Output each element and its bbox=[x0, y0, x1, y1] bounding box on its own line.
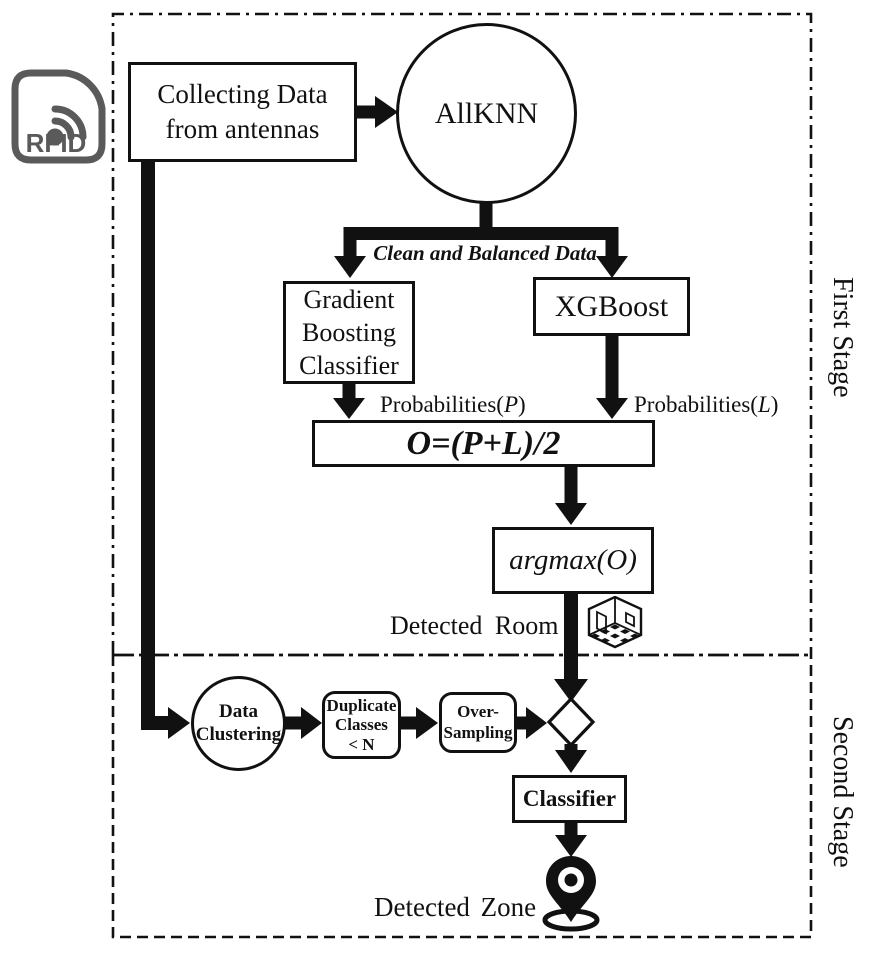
arrow-collecting-to-allknn bbox=[357, 96, 398, 128]
collecting-data-box: Collecting Data from antennas bbox=[128, 62, 357, 162]
arrow-xgboost-to-formula bbox=[596, 336, 628, 419]
collecting-data-label: Collecting Data from antennas bbox=[157, 78, 328, 144]
formula-label: O=(P+L)/2 bbox=[406, 424, 561, 462]
duplicate-classes-label: Duplicate Classes < N bbox=[326, 695, 397, 754]
detected-zone-label: Detected Zone bbox=[374, 892, 537, 922]
rfid-icon: RFID bbox=[11, 69, 106, 164]
xgboost-box: XGBoost bbox=[533, 277, 690, 336]
argmax-label: argmax(O) bbox=[509, 544, 637, 576]
stage1-border bbox=[111, 12, 813, 655]
rfid-icon-label: RFID bbox=[26, 128, 87, 158]
data-clustering-label: Data Clustering bbox=[195, 700, 282, 745]
first-stage-label: First Stage bbox=[827, 277, 858, 398]
classifier-box: Classifier bbox=[512, 775, 627, 823]
oversampling-label: Over- Sampling bbox=[443, 702, 513, 742]
arrow-formula-to-argmax bbox=[555, 467, 587, 525]
arrow-collecting-to-clustering bbox=[141, 158, 190, 739]
location-pin-icon bbox=[542, 856, 600, 932]
formula-box: O=(P+L)/2 bbox=[312, 420, 655, 467]
arrow-diamond-to-classifier bbox=[555, 744, 587, 773]
arrow-allknn-split bbox=[334, 202, 628, 278]
argmax-box: argmax(O) bbox=[492, 527, 654, 594]
stage2-border bbox=[111, 655, 813, 939]
arrow-argmax-to-diamond bbox=[554, 594, 588, 702]
gradient-boosting-label: Gradient Boosting Classifier bbox=[299, 284, 399, 381]
detected-room-icon bbox=[587, 596, 643, 649]
arrow-classifier-to-zone bbox=[555, 823, 587, 857]
duplicate-classes-box: Duplicate Classes < N bbox=[322, 691, 401, 759]
arrow-duplicate-to-oversampling bbox=[401, 707, 438, 739]
clean-balanced-label: Clean and Balanced Data bbox=[373, 241, 597, 265]
arrow-gbc-to-formula bbox=[333, 384, 365, 419]
decision-diamond bbox=[546, 696, 596, 748]
gradient-boosting-box: Gradient Boosting Classifier bbox=[283, 281, 415, 384]
second-stage-label: Second Stage bbox=[827, 716, 858, 868]
flow-arrows bbox=[141, 96, 628, 857]
arrow-oversampling-to-diamond bbox=[517, 707, 547, 739]
data-clustering-circle: Data Clustering bbox=[191, 676, 286, 771]
allknn-label: AllKNN bbox=[434, 96, 539, 130]
probabilities-p-label: Probabilities(P) bbox=[380, 392, 526, 417]
oversampling-box: Over- Sampling bbox=[439, 692, 517, 753]
checkered-floor bbox=[590, 624, 640, 643]
allknn-circle: AllKNN bbox=[396, 23, 577, 204]
probabilities-l-label: Probabilities(L) bbox=[634, 392, 779, 417]
classifier-label: Classifier bbox=[522, 786, 617, 811]
arrow-clustering-to-duplicate bbox=[285, 707, 322, 739]
detected-room-label: Detected Room bbox=[390, 611, 559, 640]
xgboost-label: XGBoost bbox=[554, 289, 669, 323]
